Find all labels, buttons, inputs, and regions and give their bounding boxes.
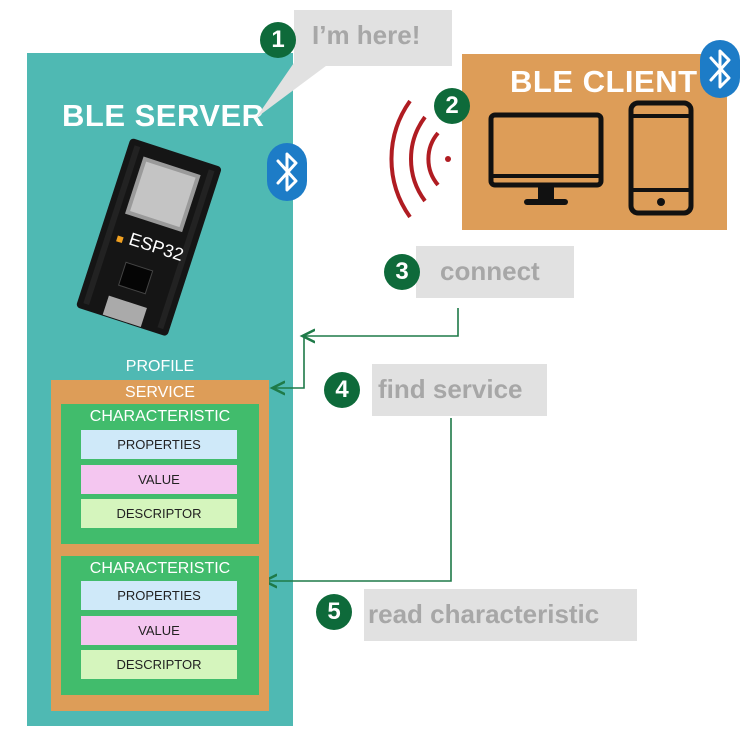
properties-row: PROPERTIES [81, 430, 237, 459]
ble-client-panel [462, 54, 727, 230]
step-4-box [372, 364, 547, 416]
monitor-icon [488, 112, 604, 205]
step-5-box [364, 589, 637, 641]
ble-server-title: BLE SERVER [62, 98, 265, 133]
descriptor-row: DESCRIPTOR [81, 650, 237, 679]
step-1-text: I’m here! [312, 20, 421, 50]
connect-arrow [304, 308, 459, 336]
read-arrow [266, 418, 452, 581]
value-row: VALUE [81, 616, 237, 645]
service-label: SERVICE [125, 384, 195, 401]
characteristic-title: CHARACTERISTIC [89, 560, 231, 577]
profile-label: PROFILE [125, 358, 195, 375]
value-row: VALUE [81, 465, 237, 494]
step-3-box [416, 246, 574, 298]
signal-waves-icon [389, 99, 451, 219]
ble-client-title: BLE CLIENT [510, 64, 698, 99]
step-3-text: connect [440, 256, 540, 286]
characteristic-box-2: CHARACTERISTIC PROPERTIES VALUE DESCRIPT… [61, 556, 259, 695]
service-arrow [274, 336, 305, 388]
step-4-text: find service [378, 374, 523, 404]
step-5-text: read characteristic [368, 599, 600, 629]
step-3-circle: 3 [384, 254, 420, 290]
characteristic-title: CHARACTERISTIC [89, 408, 231, 425]
step-2-circle: 2 [434, 88, 470, 124]
step-5-circle: 5 [316, 594, 352, 630]
smartphone-icon [628, 100, 694, 216]
bluetooth-icon [700, 40, 740, 98]
step-1-circle: 1 [260, 22, 296, 58]
step-1-bubble [294, 10, 452, 66]
properties-row: PROPERTIES [81, 581, 237, 610]
descriptor-row: DESCRIPTOR [81, 499, 237, 528]
service-box: SERVICE CHARACTERISTIC PROPERTIES VALUE … [51, 380, 269, 711]
esp32-board-icon: ESP32 [76, 138, 222, 336]
step-4-circle: 4 [324, 372, 360, 408]
characteristic-box-1: CHARACTERISTIC PROPERTIES VALUE DESCRIPT… [61, 404, 259, 544]
bluetooth-icon [267, 143, 307, 201]
